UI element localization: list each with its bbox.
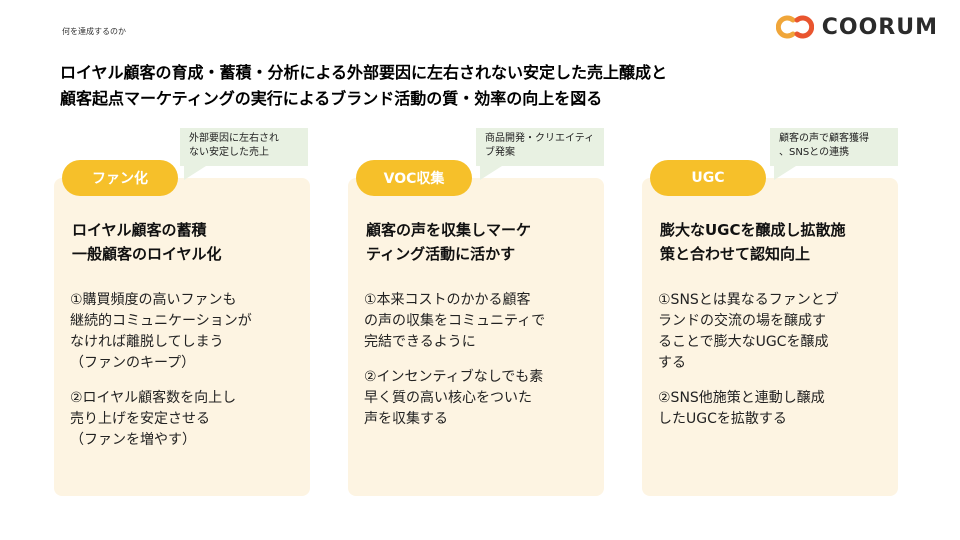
card-title: 膨大なUGCを醸成し拡散施 策と合わせて認知向上 (660, 221, 846, 263)
coorum-logo-icon (775, 15, 814, 39)
pill-ugc: UGC (650, 160, 766, 196)
card-paragraph: ②ロイヤル顧客数を向上し 売り上げを安定させる （ファンを増やす） (70, 390, 237, 448)
card-paragraph: ②インセンティブなしでも素 早く質の高い核心をついた 声を収集する (364, 369, 544, 427)
pill-fan: ファン化 (62, 160, 178, 196)
card-fan: ロイヤル顧客の蓄積 一般顧客のロイヤル化 ①購買頻度の高いファンも 継続的コミュ… (54, 178, 310, 496)
headline-line-1: ロイヤル顧客の育成・蓄積・分析による外部要因に左右されない安定した売上醸成と (60, 63, 668, 82)
card-paragraph: ①購買頻度の高いファンも 継続的コミュニケーションが なければ離脱してしまう （… (70, 292, 252, 371)
card-title: ロイヤル顧客の蓄積 一般顧客のロイヤル化 (72, 221, 222, 263)
card-title: 顧客の声を収集しマーケ ティング活動に活かす (366, 221, 532, 263)
pill-voc: VOC収集 (356, 160, 472, 196)
section-label: 何を達成するのか (62, 27, 126, 36)
card-body: ①購買頻度の高いファンも 継続的コミュニケーションが なければ離脱してしまう （… (70, 290, 302, 465)
headline: ロイヤル顧客の育成・蓄積・分析による外部要因に左右されない安定した売上醸成と 顧… (60, 60, 667, 112)
card-paragraph: ①SNSとは異なるファンとブ ランドの交流の場を醸成す ることで膨大なUGCを醸… (658, 292, 839, 371)
card-body: ①SNSとは異なるファンとブ ランドの交流の場を醸成す ることで膨大なUGCを醸… (658, 290, 890, 444)
card-paragraph: ①本来コストのかかる顧客 の声の収集をコミュニティで 完結できるように (364, 292, 546, 350)
speech-bubble: 外部要因に左右され ない安定した売上 (180, 128, 308, 180)
card-ugc: 膨大なUGCを醸成し拡散施 策と合わせて認知向上 ①SNSとは異なるファンとブ … (642, 178, 898, 496)
speech-bubble: 顧客の声で顧客獲得 、SNSとの連携 (770, 128, 898, 180)
logo-text: COORUM (821, 14, 938, 40)
card-body: ①本来コストのかかる顧客 の声の収集をコミュニティで 完結できるように ②インセ… (364, 290, 596, 444)
headline-line-2: 顧客起点マーケティングの実行によるブランド活動の質・効率の向上を図る (60, 89, 603, 108)
card-voc: 顧客の声を収集しマーケ ティング活動に活かす ①本来コストのかかる顧客 の声の収… (348, 178, 604, 496)
speech-bubble: 商品開発・クリエイティ ブ発案 (476, 128, 604, 180)
coorum-logo: COORUM (775, 14, 938, 40)
card-paragraph: ②SNS他施策と連動し醸成 したUGCを拡散する (658, 390, 825, 427)
